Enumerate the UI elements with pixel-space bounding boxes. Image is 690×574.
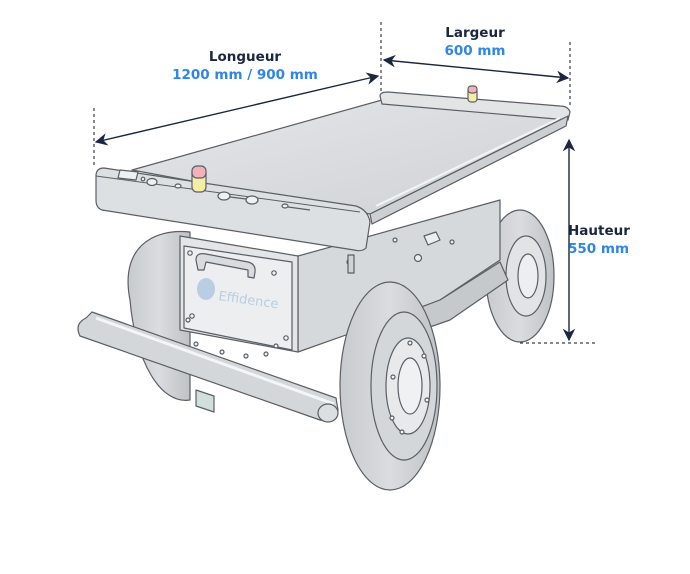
tray-front-panel: [95, 167, 371, 252]
panel-screws: [185, 250, 289, 349]
robot: Effidence: [77, 85, 571, 491]
front-wheel: [339, 281, 441, 491]
width-name: Largeur: [445, 25, 505, 41]
display-screen: [117, 169, 139, 181]
front-panel: [183, 245, 293, 351]
length-dimension-label: Longueur 1200 mm / 900 mm: [150, 48, 340, 84]
tray-rear-lip: [379, 91, 571, 121]
width-value: 600 mm: [444, 43, 506, 59]
panel-handle: [195, 253, 256, 279]
emergency-stop-button: [191, 165, 207, 193]
tray-side-rail: [369, 115, 569, 225]
height-dimension-label: Hauteur 550 mm: [568, 222, 648, 258]
width-arrow: [382, 54, 570, 84]
front-bumper: [77, 311, 339, 423]
height-value: 550 mm: [568, 241, 630, 257]
top-tray: [95, 85, 571, 252]
control-panel: [117, 169, 311, 211]
chassis-details: [346, 231, 455, 274]
dimension-arrows: [94, 54, 576, 342]
status-beacon: [467, 85, 478, 103]
length-arrow: [94, 72, 380, 146]
rear-wheel: [485, 209, 555, 343]
length-value: 1200 mm / 900 mm: [172, 67, 318, 83]
extension-lines: [93, 22, 598, 344]
height-name: Hauteur: [568, 223, 630, 239]
width-dimension-label: Largeur 600 mm: [420, 24, 530, 60]
length-name: Longueur: [208, 49, 282, 65]
